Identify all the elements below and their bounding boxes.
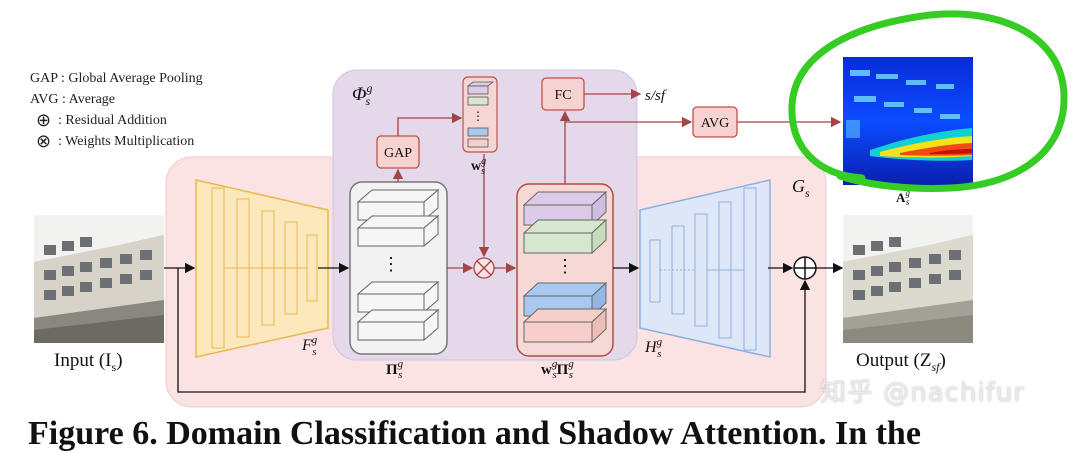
multiply-node: [473, 257, 495, 279]
legend-gap: GAP : Global Average Pooling: [30, 71, 203, 86]
output-photo: [843, 215, 973, 343]
pi-dots: ⋮: [382, 254, 400, 274]
residual-add-icon: ⊕: [36, 110, 52, 130]
output-caption: Output (Zsf): [856, 350, 946, 374]
legend-weights: ⊗: Weights Multiplication: [36, 131, 195, 151]
fc-text: FC: [554, 88, 571, 103]
g-label: Gs: [792, 176, 810, 200]
s-sf-text: s/sf: [645, 88, 667, 104]
gap-text: GAP: [384, 146, 412, 161]
add-node: [793, 256, 817, 280]
figure-title: Figure 6. Domain Classification and Shad…: [28, 415, 921, 452]
input-caption: Input (Is): [54, 350, 123, 374]
legend: GAP : Global Average Pooling AVG : Avera…: [30, 68, 203, 152]
encoder-f: [195, 179, 329, 358]
feature-stack-pi: [349, 181, 448, 355]
weights-multiply-icon: ⊗: [36, 131, 52, 151]
avg-text: AVG: [701, 116, 730, 131]
legend-residual: ⊕: Residual Addition: [36, 110, 167, 130]
legend-avg: AVG : Average: [30, 92, 116, 107]
arrows: [164, 88, 844, 393]
highlight-circle: [788, 10, 1068, 192]
weight-vector-stack: [462, 76, 498, 153]
attention-map: [843, 57, 973, 185]
decoder-h: [639, 179, 771, 358]
watermark: 知乎 @nachifur: [820, 378, 1025, 408]
wpi-dots: ⋮: [556, 256, 574, 276]
weighted-stack: [516, 183, 614, 357]
input-photo: [34, 215, 164, 343]
w-dots: ⋮: [472, 109, 484, 123]
